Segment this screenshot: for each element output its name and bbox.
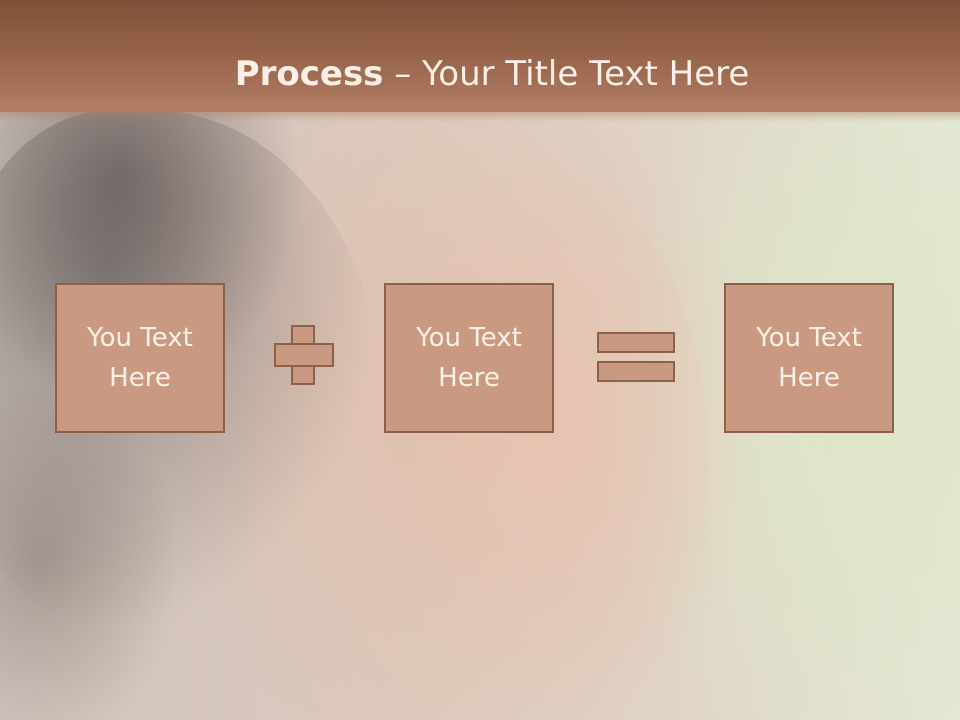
process-box-3-text: You Text Here <box>756 323 862 393</box>
slide-title-rest: – Your Title Text Here <box>383 54 750 94</box>
process-box-2-text: You Text Here <box>416 323 522 393</box>
slide-title[interactable]: Process – Your Title Text Here <box>0 52 960 96</box>
background-face <box>380 160 710 720</box>
title-bar <box>0 0 960 112</box>
process-box-1[interactable]: You Text Here <box>55 283 225 433</box>
process-box-1-text: You Text Here <box>87 323 193 393</box>
process-box-3[interactable]: You Text Here <box>724 283 894 433</box>
title-bar-fade <box>0 100 960 122</box>
process-box-2[interactable]: You Text Here <box>384 283 554 433</box>
plus-icon-center <box>293 345 313 365</box>
slide-title-bold: Process <box>234 54 384 94</box>
equals-icon-top-bar <box>597 332 675 353</box>
equals-icon-bottom-bar <box>597 361 675 382</box>
